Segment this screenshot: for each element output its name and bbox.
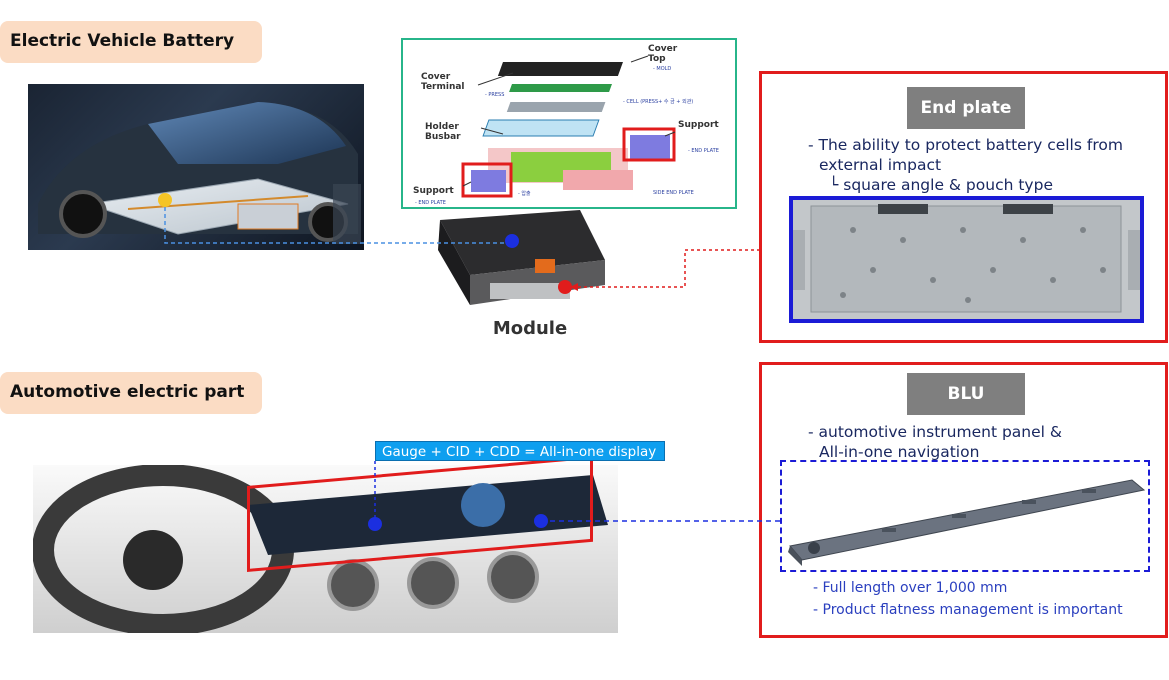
module-end-plate-marker bbox=[558, 280, 572, 294]
label-press: - PRESS bbox=[485, 92, 505, 98]
section-title-ev-battery: Electric Vehicle Battery bbox=[0, 21, 262, 63]
module-label: Module bbox=[492, 318, 568, 339]
label-support-right: Support bbox=[678, 120, 719, 130]
gauge-cid-cdd-callout: Gauge + CID + CDD = All-in-one display bbox=[375, 441, 665, 461]
end-plate-tag: End plate bbox=[907, 87, 1025, 129]
car-battery-marker bbox=[158, 193, 172, 207]
blu-note-flatness: - Product flatness management is importa… bbox=[813, 602, 1123, 618]
display-right-marker bbox=[534, 514, 548, 528]
label-cover-top: Cover Top bbox=[648, 44, 678, 64]
blu-tag: BLU bbox=[907, 373, 1025, 415]
module-top-marker bbox=[505, 234, 519, 248]
blu-desc-line2: All-in-one navigation bbox=[819, 443, 980, 461]
label-end-plate-right: - END PLATE bbox=[688, 148, 719, 154]
end-plate-desc-line1: - The ability to protect battery cells f… bbox=[808, 136, 1123, 154]
end-plate-desc-line3: └ square angle & pouch type bbox=[829, 176, 1053, 194]
label-holder-busbar: Holder Busbar bbox=[425, 122, 461, 142]
label-cover-terminal: Cover Terminal bbox=[421, 72, 465, 92]
label-cell: - CELL (PRESS+ 수 금 + 외관) bbox=[623, 99, 694, 105]
end-plate-desc-line2: external impact bbox=[819, 156, 942, 174]
label-center-small: - 압출 bbox=[518, 191, 531, 197]
label-mold: - MOLD bbox=[653, 66, 672, 72]
blu-part-photo bbox=[780, 460, 1150, 572]
module-exploded-diagram: Cover Top Cover Terminal Holder Busbar S… bbox=[401, 38, 737, 209]
end-plate-photo bbox=[789, 196, 1144, 323]
blu-panel bbox=[759, 362, 1168, 638]
dashboard-photo bbox=[33, 465, 618, 633]
section-title-automotive-part: Automotive electric part bbox=[0, 372, 262, 414]
blu-note-length: - Full length over 1,000 mm bbox=[813, 580, 1008, 596]
battery-module-photo bbox=[430, 205, 610, 315]
ev-car-photo bbox=[28, 84, 364, 250]
display-left-marker bbox=[368, 517, 382, 531]
label-end-plate-left: - END PLATE bbox=[415, 200, 446, 206]
label-support-left: Support bbox=[413, 186, 454, 196]
blu-desc-line1: - automotive instrument panel & bbox=[808, 423, 1062, 441]
end-plate-panel bbox=[759, 71, 1168, 343]
label-side-end-plate: SIDE END PLATE bbox=[653, 190, 694, 196]
